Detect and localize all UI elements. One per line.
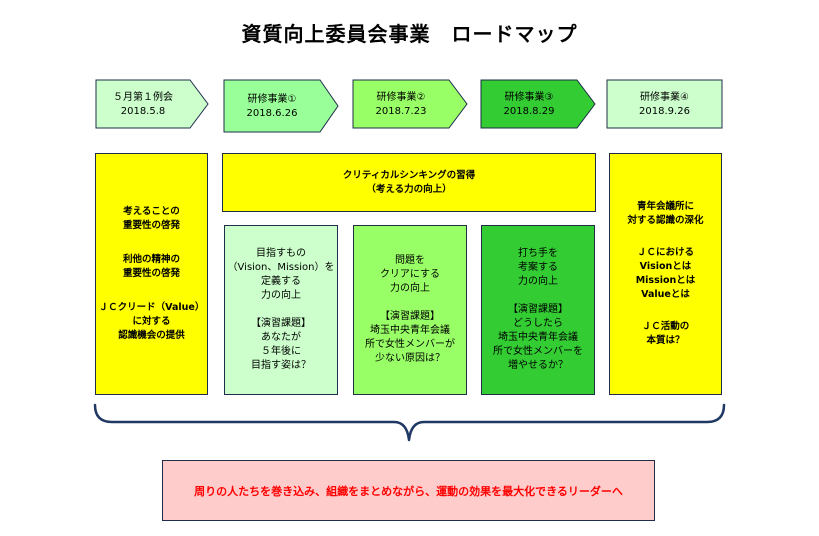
banner-line: （考える力の向上） — [366, 183, 452, 195]
text-line: ＪＣ活動の — [641, 321, 690, 332]
text-line: 青年会議所に — [636, 201, 694, 212]
milestone-1: ５月第１例会 2018.5.8 — [96, 91, 190, 119]
text-line: どうしたら — [513, 318, 563, 329]
text-line: Visionとは — [639, 261, 692, 272]
text-line: Missionとは — [635, 275, 696, 286]
critical-thinking-banner: クリティカルシンキングの習得 （考える力の向上） — [222, 153, 596, 212]
text-line: ５年後に — [261, 346, 301, 357]
milestone-arrow-4 — [480, 79, 596, 129]
text-line: ＪＣにおける — [636, 247, 694, 258]
text-line: （Vision、Mission）を — [227, 262, 335, 273]
milestone-timeline — [95, 79, 723, 133]
text-line: 所で女性メンバーを — [493, 346, 583, 357]
text-line: 利他の精神の — [122, 254, 180, 265]
text-line: 目指すもの — [256, 248, 306, 259]
right-objectives-box: 青年会議所に 対する認識の深化 ＪＣにおける Visionとは Missionと… — [609, 153, 722, 395]
objective-jc-understanding: 青年会議所に 対する認識の深化 — [627, 200, 703, 228]
text-line: 埼玉中央青年会議 — [370, 325, 450, 336]
milestone-date: 2018.7.23 — [375, 106, 427, 117]
milestone-3: 研修事業② 2018.7.23 — [353, 91, 449, 119]
text-line: Valueとは — [641, 289, 690, 300]
milestone-date: 2018.9.26 — [639, 106, 690, 117]
text-line: 定義する — [261, 276, 301, 287]
text-line: 【演習課題】 — [251, 318, 311, 329]
milestone-arrow-1 — [95, 79, 209, 129]
objective-thinking: 考えることの 重要性の啓発 — [123, 205, 180, 233]
text-line: に対する — [132, 316, 171, 327]
text-line: 目指す姿は？ — [251, 360, 311, 371]
text-line: 打ち手を — [518, 248, 558, 259]
page-title: 資質向上委員会事業 ロードマップ — [241, 22, 578, 46]
text-line: 力の向上 — [518, 276, 558, 287]
text-line: 考えることの — [123, 206, 180, 217]
milestone-arrow-2 — [223, 79, 339, 133]
training-box-3: 打ち手を 考案する 力の向上 【演習課題】 どうしたら 埼玉中央青年会議 所で女… — [481, 225, 595, 395]
training-box-2: 問題を クリアにする 力の向上 【演習課題】 埼玉中央青年会議 所で女性メンバー… — [353, 225, 467, 395]
milestone-label: 研修事業② — [376, 92, 426, 103]
milestone-2: 研修事業① 2018.6.26 — [224, 93, 320, 121]
banner-line: クリティカルシンキングの習得 — [342, 169, 476, 181]
left-objectives-box: 考えることの 重要性の啓発 利他の精神の 重要性の啓発 ＪＣクリード（Value… — [95, 153, 208, 395]
text-line: あなたが — [261, 332, 301, 343]
text-line: 力の向上 — [261, 290, 301, 301]
objective-jc-essence: ＪＣ活動の 本質は？ — [642, 320, 690, 348]
milestone-label: 研修事業④ — [640, 92, 689, 103]
text-line: ＪＣクリード（Value） — [98, 302, 205, 313]
text-line: 認識機会の提供 — [118, 330, 185, 341]
text-line: 問題を — [395, 255, 425, 266]
goal-box: 周りの人たちを巻き込み、組織をまとめながら、運動の効果を最大化できるリーダーへ — [162, 460, 655, 521]
objective-creed: ＪＣクリード（Value） に対する 認識機会の提供 — [99, 301, 205, 343]
milestone-date: 2018.6.26 — [246, 108, 298, 119]
goal-text: 周りの人たちを巻き込み、組織をまとめながら、運動の効果を最大化できるリーダーへ — [194, 484, 623, 498]
training-box-1: 目指すもの （Vision、Mission）を 定義する 力の向上 【演習課題】… — [224, 225, 338, 395]
milestone-label: ５月第１例会 — [113, 92, 173, 103]
text-line: 【演習課題】 — [380, 311, 440, 322]
milestone-label: 研修事業① — [247, 94, 297, 105]
text-line: 考案する — [518, 262, 558, 273]
text-line: 重要性の啓発 — [122, 220, 180, 231]
text-line: 重要性の啓発 — [122, 268, 180, 279]
text-line: 所で女性メンバーが — [365, 339, 455, 350]
curly-brace-icon — [93, 403, 726, 442]
milestone-5: 研修事業④ 2018.9.26 — [607, 91, 722, 119]
milestone-date: 2018.5.8 — [120, 106, 166, 117]
objective-jc-vision: ＪＣにおける Visionとは Missionとは Valueとは — [636, 246, 696, 302]
milestone-4: 研修事業③ 2018.8.29 — [481, 91, 577, 119]
text-line: 本質は？ — [646, 335, 685, 346]
milestone-label: 研修事業③ — [504, 92, 554, 103]
text-line: 力の向上 — [390, 283, 430, 294]
text-line: 【演習課題】 — [508, 304, 568, 315]
text-line: クリアにする — [379, 269, 441, 280]
text-line: 埼玉中央青年会議 — [498, 332, 578, 343]
milestone-arrow-3 — [352, 79, 468, 129]
objective-altruism: 利他の精神の 重要性の啓発 — [123, 253, 180, 281]
milestone-date: 2018.8.29 — [503, 106, 555, 117]
milestone-box-5 — [606, 79, 723, 129]
text-line: 増やせるか？ — [508, 360, 568, 371]
text-line: 対する認識の深化 — [627, 215, 704, 226]
text-line: 少ない原因は？ — [375, 353, 445, 364]
